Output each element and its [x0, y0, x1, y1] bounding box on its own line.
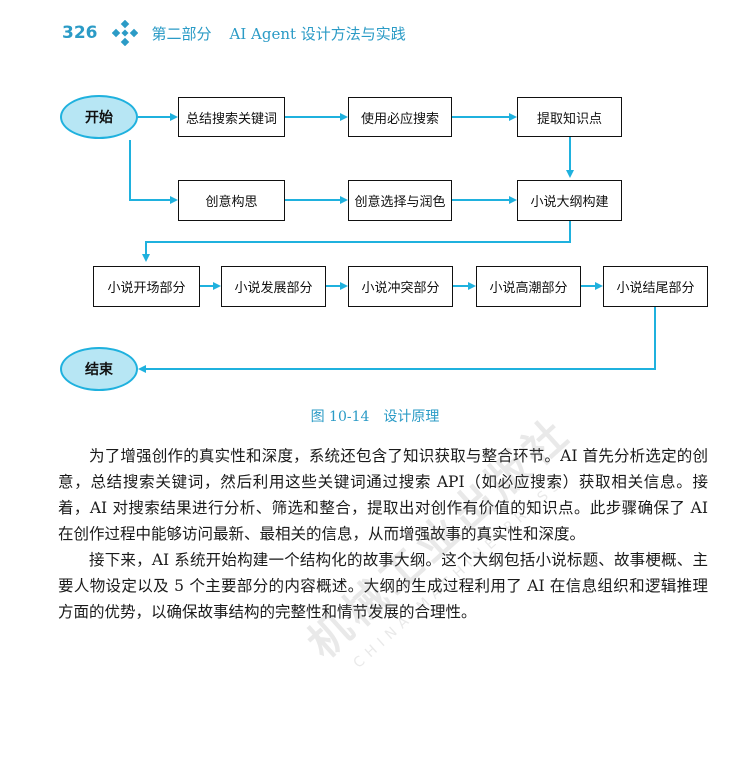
- node-summarize-keywords: 总结搜索关键词: [178, 97, 285, 137]
- flowchart-connectors: [129, 113, 656, 373]
- node-novel-ending: 小说结尾部分: [603, 266, 708, 307]
- node-novel-development: 小说发展部分: [221, 266, 326, 307]
- diamond-ornament-icon: [111, 20, 138, 46]
- part-label: 第二部分: [151, 24, 212, 43]
- node-extract-knowledge: 提取知识点: [517, 97, 622, 137]
- page-number: 326: [62, 23, 98, 43]
- arrow-outline-to-opening: [142, 221, 571, 262]
- arrow-ending-to-end: [138, 307, 656, 373]
- node-novel-climax: 小说高潮部分: [476, 266, 581, 307]
- paragraph: 接下来，AI 系统开始构建一个结构化的故事大纲。这个大纲包括小说标题、故事梗概、…: [58, 551, 708, 621]
- node-creative-ideation: 创意构思: [178, 180, 285, 221]
- flowchart: 开始 总结搜索关键词 使用必应搜索 提取知识点 创意构思 创意选择与润色 小说大…: [60, 95, 708, 391]
- page-header: 326 第二部分 AI Agent 设计方法与实践: [62, 18, 406, 48]
- node-use-bing-search: 使用必应搜索: [348, 97, 452, 137]
- node-novel-opening: 小说开场部分: [93, 266, 200, 307]
- chapter-title: AI Agent 设计方法与实践: [229, 24, 406, 43]
- node-start: 开始: [60, 95, 138, 139]
- paragraph: 为了增强创作的真实性和深度，系统还包含了知识获取与整合环节。AI 首先分析选定的…: [58, 447, 708, 543]
- node-end: 结束: [60, 347, 138, 391]
- node-creative-select-polish: 创意选择与润色: [348, 180, 452, 221]
- figure-caption: 图 10-14 设计原理: [310, 409, 440, 425]
- arrow-start-to-ideation: [129, 140, 178, 204]
- body-text: 为了增强创作的真实性和深度，系统还包含了知识获取与整合环节。AI 首先分析选定的…: [58, 443, 708, 625]
- node-novel-conflict: 小说冲突部分: [348, 266, 453, 307]
- node-novel-outline: 小说大纲构建: [517, 180, 622, 221]
